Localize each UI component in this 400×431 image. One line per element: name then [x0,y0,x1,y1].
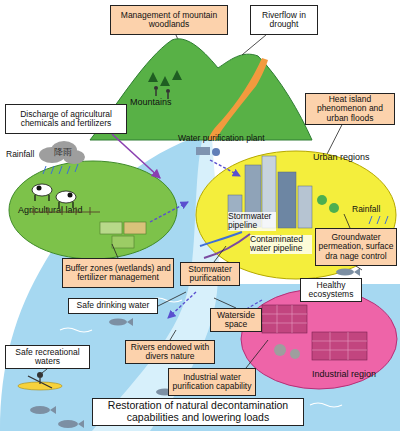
leader-line [356,266,362,270]
leader-line [214,298,236,308]
leader-line [42,369,47,373]
callout-text: Industrial water purification capability [171,373,253,392]
flow-arrow [168,292,196,318]
callout-text: Buffer zones (wetlands) and fertilizer m… [65,264,171,283]
callout-text: Safe drinking water [77,301,150,310]
leader-line [327,125,342,154]
goal-callout: Safe drinking water [68,298,158,314]
wave [60,328,92,332]
callout-text: Management of mountain woodlands [113,11,225,30]
wave [310,403,342,407]
issue-callout: Discharge of agricultural chemicals and … [5,104,127,134]
region-shape [241,289,397,389]
callout-text: Safe recreational waters [8,348,87,367]
goal-callout: Healthy ecosystems [300,278,362,302]
fish [58,420,84,428]
fish-body [58,420,78,428]
fish-tail [127,318,133,326]
measure-callout: Management of mountain woodlands [110,5,228,35]
text-label: Rainfall [352,205,380,214]
kayaker-paddle [28,376,52,388]
region-label: Agricultural land [18,206,83,216]
callout-text: Heat island phenomenon and urban floods [308,95,392,123]
text-label: 降雨 [54,148,72,157]
rain-cloud [51,141,77,159]
callout-text: Groundwater permeation, surface dra nage… [318,233,394,261]
measure-callout: Groundwater permeation, surface dra nage… [315,228,397,266]
water-plant-tank [212,148,220,156]
region-label: Industrial region [312,370,376,380]
measure-callout: Stormwater purification [180,262,240,286]
callout-text: Healthy ecosystems [303,281,359,300]
text-label: Rainfall [6,150,34,159]
fish [109,318,133,326]
text-label: Stormwater pipeline [228,212,276,231]
summary-box: Restoration of natural decontamination c… [92,398,304,426]
goal-callout: Safe recreational waters [5,345,90,369]
region-label: Urban regions [313,153,370,163]
region-label: Mountains [130,98,172,108]
agricultural-region: Agricultural land [8,160,178,260]
leader-line [158,292,186,306]
kayaker-head [37,372,43,378]
text-label: Water purification plant [178,134,265,143]
callout-text: Stormwater purification [183,265,237,284]
fish-tail [78,420,84,428]
measure-callout: Buffer zones (wetlands) and fertilizer m… [62,258,174,288]
leader-line [170,330,176,340]
water-plant [196,147,210,155]
measure-callout: Heat island phenomenon and urban floods [305,93,395,125]
fish-tail [354,268,360,276]
callout-text: Rivers endowed with divers nature [128,343,212,362]
industrial-region: Industrial region [240,288,398,390]
kayak [18,382,62,390]
fish-body [109,319,127,326]
fish-body [30,406,50,414]
leader-line [176,35,178,38]
callout-text: Restoration of natural decontamination c… [95,400,301,423]
measure-callout: Rivers endowed with divers nature [125,340,215,364]
measure-callout: Industrial water purification capability [168,368,256,396]
measure-callout: Waterside space [210,308,262,332]
fish-tail [50,406,56,414]
callout-text: Waterside space [213,311,259,330]
region-shape [196,151,396,279]
issue-callout: Riverflow in drought [250,5,318,35]
water-body [0,136,400,431]
callout-text: Discharge of agricultural chemicals and … [8,110,124,129]
region-shape [9,161,177,259]
callout-text: Riverflow in drought [253,11,315,30]
fish [30,406,56,414]
leader-line [242,35,266,55]
text-label: Contaminated water pipeline [250,235,312,254]
